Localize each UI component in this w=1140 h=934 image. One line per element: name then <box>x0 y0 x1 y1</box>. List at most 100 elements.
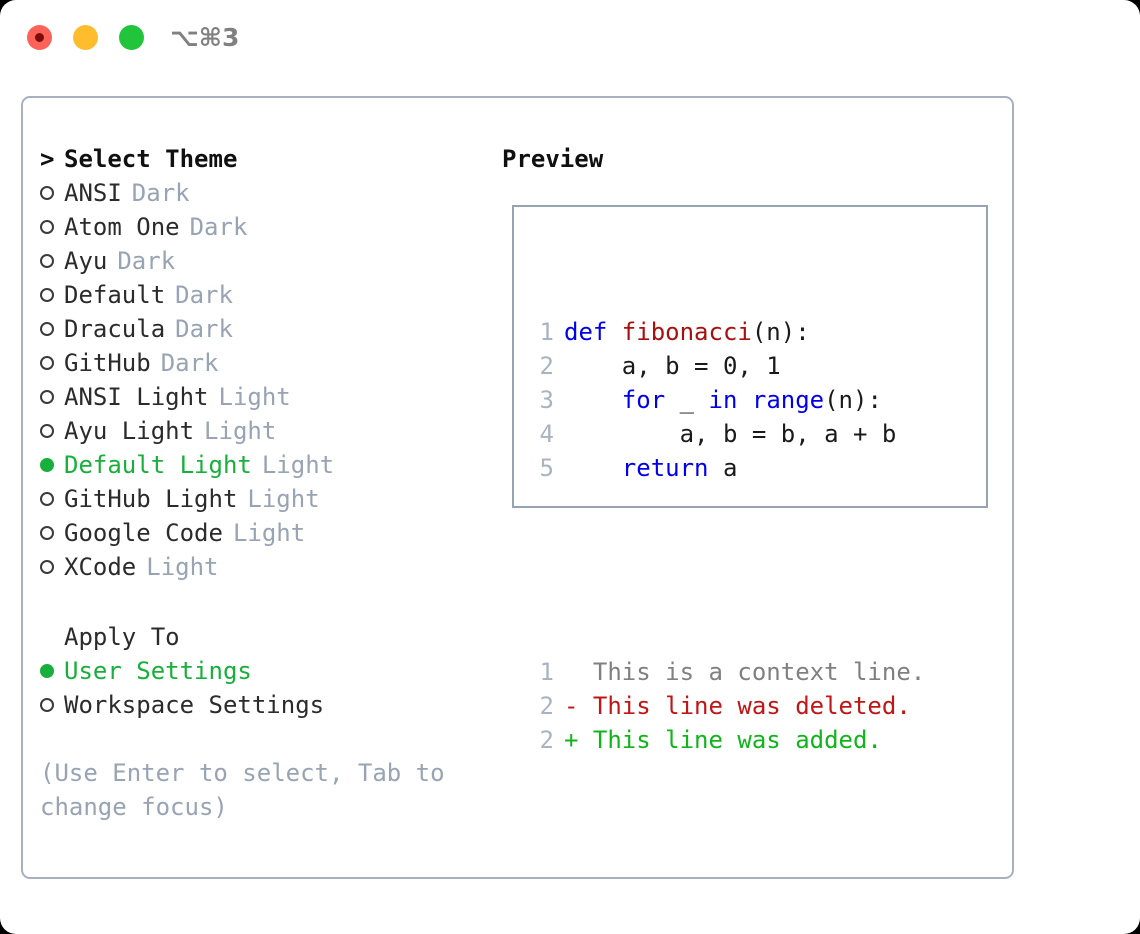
radio-unselected-icon[interactable] <box>40 424 64 443</box>
theme-name: Google Code <box>64 519 223 547</box>
radio-unselected-icon[interactable] <box>40 220 64 239</box>
theme-list-item[interactable]: Dracula Dark <box>40 312 500 346</box>
radio-glyph <box>40 526 54 540</box>
theme-variant-badge: Light <box>232 519 306 547</box>
code-line: 3 for _ in range(n): <box>526 383 925 417</box>
code-token: a, b = b, a + b <box>564 420 897 448</box>
code-token: in range <box>708 386 825 414</box>
radio-unselected-icon[interactable] <box>40 186 64 205</box>
radio-glyph <box>40 390 54 404</box>
radio-glyph <box>40 220 54 234</box>
keyboard-hint-text: (Use Enter to select, Tab to change focu… <box>40 759 445 821</box>
theme-list-item[interactable]: ANSI Light Light <box>40 380 500 414</box>
radio-glyph <box>40 560 54 574</box>
code-token: _ <box>665 386 709 414</box>
minimize-window-button[interactable] <box>73 25 98 50</box>
radio-glyph <box>40 186 54 200</box>
radio-glyph <box>40 356 54 370</box>
section-spacer <box>40 584 500 620</box>
code-token: return <box>621 454 709 482</box>
code-token: fibonacci <box>621 318 752 346</box>
code-token: for <box>621 386 666 414</box>
theme-variant-badge: Light <box>261 451 335 479</box>
line-number: 4 <box>539 420 554 448</box>
diff-line: 1 This is a context line. <box>526 655 926 689</box>
maximize-window-button[interactable] <box>119 25 144 50</box>
theme-list-item[interactable]: GitHub Light Light <box>40 482 500 516</box>
radio-selected-icon[interactable] <box>40 458 64 477</box>
diff-line: 2 - This line was deleted. <box>526 689 925 723</box>
line-number: 1 <box>539 658 554 686</box>
radio-unselected-icon[interactable] <box>40 560 64 579</box>
theme-variant-badge: Dark <box>160 349 219 377</box>
theme-variant-badge: Dark <box>175 315 233 343</box>
radio-unselected-icon[interactable] <box>40 526 64 545</box>
theme-list-item[interactable]: Ayu Light Light <box>40 414 500 448</box>
code-token <box>564 454 622 482</box>
line-number: 1 <box>539 318 554 346</box>
line-number: 3 <box>539 386 554 414</box>
code-token: a, b = 0, 1 <box>564 352 781 380</box>
radio-unselected-icon[interactable] <box>40 356 64 375</box>
theme-variant-badge: Light <box>247 485 320 513</box>
hint-spacer <box>40 722 500 756</box>
radio-selected-icon[interactable] <box>40 664 64 683</box>
theme-name: ANSI Light <box>64 383 209 411</box>
preview-column: Preview <box>502 142 603 176</box>
diff-text: - This line was deleted. <box>564 692 911 720</box>
radio-glyph <box>40 458 54 472</box>
radio-unselected-icon[interactable] <box>40 322 64 341</box>
line-number: 2 <box>539 692 554 720</box>
line-number: 5 <box>539 454 554 482</box>
radio-glyph <box>40 288 54 302</box>
theme-name: GitHub Light <box>64 485 238 513</box>
theme-name: Dracula <box>64 315 166 343</box>
code-token: (n): <box>824 386 882 414</box>
diff-sample: 1 This is a context line. 2 - This line wa… <box>526 655 926 757</box>
apply-to-name: Workspace Settings <box>64 691 325 719</box>
theme-list-item[interactable]: Google Code Light <box>40 516 500 550</box>
radio-glyph <box>40 254 54 268</box>
theme-variant-badge: Light <box>204 417 277 445</box>
theme-name: Default <box>64 281 166 309</box>
radio-unselected-icon[interactable] <box>40 288 64 307</box>
radio-unselected-icon[interactable] <box>40 492 64 511</box>
radio-unselected-icon[interactable] <box>40 254 64 273</box>
theme-name: Atom One <box>64 213 180 241</box>
code-token: (n): <box>751 318 810 346</box>
radio-glyph <box>40 698 54 712</box>
theme-name: Ayu Light <box>64 417 195 445</box>
apply-to-item[interactable]: Workspace Settings <box>40 688 500 722</box>
theme-name: XCode <box>64 553 137 581</box>
radio-unselected-icon[interactable] <box>40 390 64 409</box>
page-title: Select Theme <box>64 145 238 173</box>
theme-name: Ayu <box>64 247 108 275</box>
code-token: a <box>708 454 738 482</box>
theme-variant-badge: Light <box>218 383 291 411</box>
diff-line: 2+ This line was added. <box>526 723 925 757</box>
apply-to-item[interactable]: User Settings <box>40 654 500 688</box>
close-window-button[interactable] <box>27 25 52 50</box>
apply-to-label: Apply To <box>64 623 180 651</box>
traffic-light-buttons <box>27 25 144 50</box>
apply-to-name: User Settings <box>64 657 252 685</box>
select-theme-heading: > Select Theme <box>40 142 500 176</box>
radio-unselected-icon[interactable] <box>40 698 64 717</box>
code-line: 4 a, b = b, a + b <box>526 417 925 451</box>
code-line: 2 a, b = 0, 1 <box>526 349 925 383</box>
line-number: 2 <box>539 726 554 754</box>
